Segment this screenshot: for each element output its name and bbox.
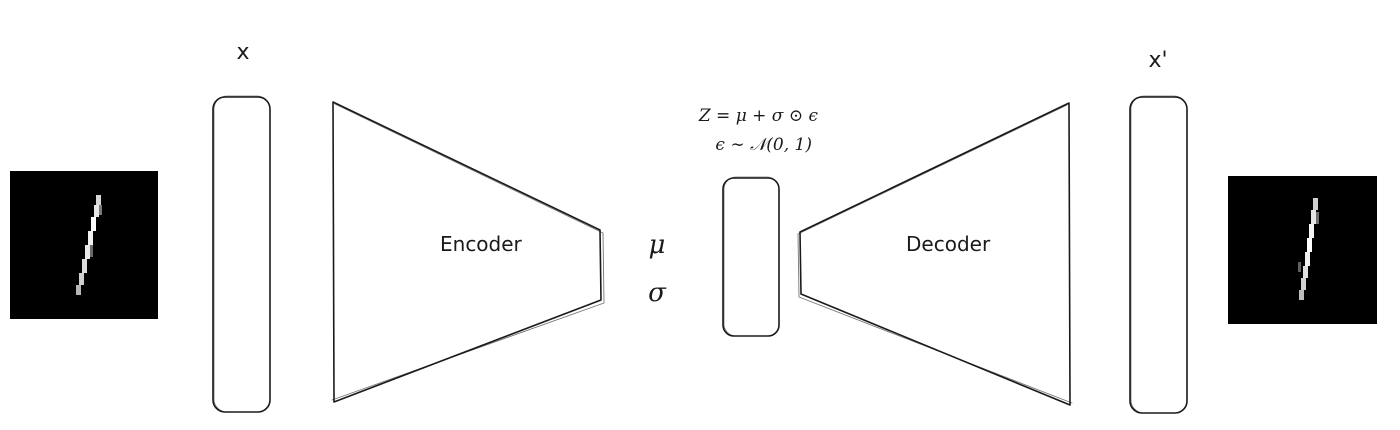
output-layer-bar	[1129, 96, 1188, 414]
input-layer-bar	[212, 96, 271, 413]
output-digit-stroke	[1298, 198, 1319, 300]
decoder-label: Decoder	[906, 232, 991, 256]
mu-label: μ	[649, 230, 666, 260]
output-image	[1228, 176, 1377, 324]
input-digit-stroke	[76, 195, 102, 295]
encoder-block	[331, 101, 605, 403]
decoder-block	[797, 102, 1073, 406]
encoder-label: Encoder	[440, 232, 523, 256]
input-label: x	[236, 40, 249, 65]
reparameterization-equations: Z = μ + σ ⊙ ϵ ϵ ∼ 𝒩(0, 1)	[698, 106, 819, 155]
equation-epsilon: ϵ ∼ 𝒩(0, 1)	[715, 135, 812, 155]
input-image	[10, 171, 158, 319]
latent-bar	[722, 177, 780, 337]
sigma-label: σ	[648, 278, 667, 308]
equation-z: Z = μ + σ ⊙ ϵ	[698, 106, 819, 126]
output-label: x'	[1148, 48, 1167, 73]
